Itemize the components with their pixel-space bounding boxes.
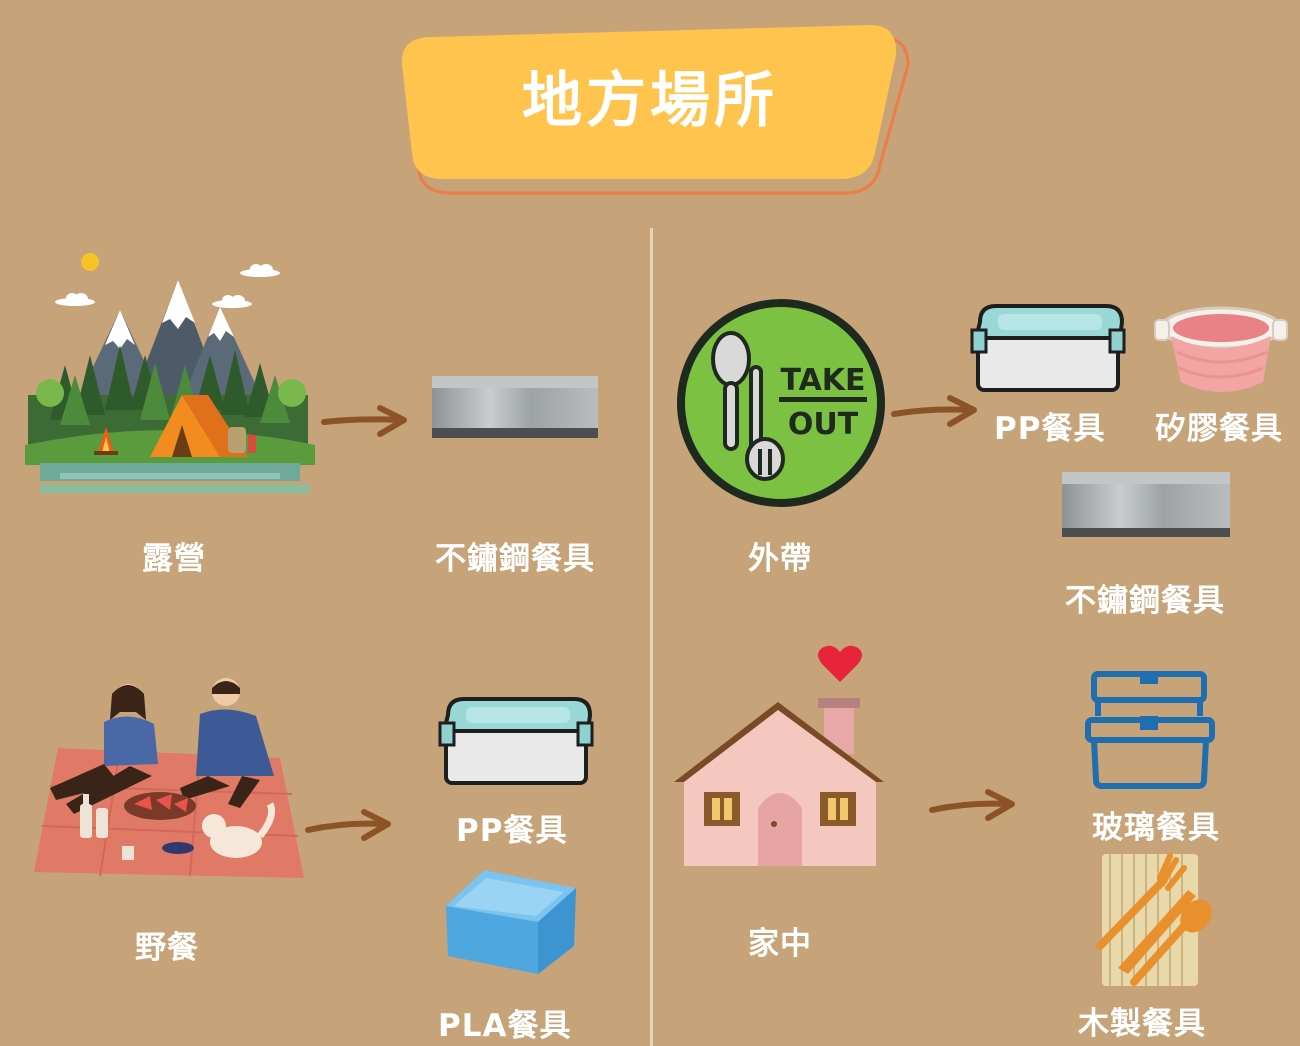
picnic-illustration: [34, 678, 304, 878]
wooden-utensils-image: [1096, 853, 1212, 986]
center-divider: [650, 228, 653, 1046]
arrow-right-icon: [321, 405, 407, 437]
glass-container-image: [1085, 671, 1215, 789]
stainless-container-image: [1062, 472, 1230, 537]
tableware-label-pp: PP餐具: [994, 411, 1106, 447]
takeout-logo-line2: OUT: [788, 407, 859, 442]
pp-container-image: [438, 697, 594, 785]
camping-illustration: [25, 253, 315, 493]
stainless-container-image: [432, 376, 598, 438]
tableware-label-stainless: 不鏽鋼餐具: [435, 541, 595, 577]
place-label-camping: 露營: [142, 541, 206, 577]
heart-icon: [818, 645, 862, 682]
silicone-container-image: [1154, 306, 1288, 392]
home-illustration: [674, 645, 884, 866]
arrow-right-icon: [305, 809, 391, 841]
tableware-label-pp: PP餐具: [456, 813, 568, 849]
arrow-right-icon: [929, 789, 1015, 821]
pla-container-image: [446, 870, 576, 974]
sun-icon: [81, 253, 99, 271]
spoon-icon: [711, 331, 751, 451]
pp-container-image: [970, 304, 1126, 392]
tableware-label-pla: PLA餐具: [438, 1008, 572, 1044]
takeout-logo-line1: TAKE: [780, 363, 865, 398]
tableware-label-stainless: 不鏽鋼餐具: [1065, 583, 1225, 619]
title-banner: [401, 25, 910, 195]
place-label-home: 家中: [748, 926, 812, 962]
arrow-right-icon: [891, 395, 977, 427]
tableware-label-silicone: 矽膠餐具: [1155, 411, 1283, 447]
page-title: 地方場所: [522, 66, 778, 136]
fork-icon: [745, 365, 785, 481]
place-label-picnic: 野餐: [135, 930, 199, 966]
place-label-takeout: 外帶: [748, 541, 812, 577]
tableware-label-glass: 玻璃餐具: [1092, 810, 1220, 846]
takeout-logo: TAKE OUT: [677, 299, 885, 507]
tableware-label-wood: 木製餐具: [1078, 1006, 1206, 1042]
